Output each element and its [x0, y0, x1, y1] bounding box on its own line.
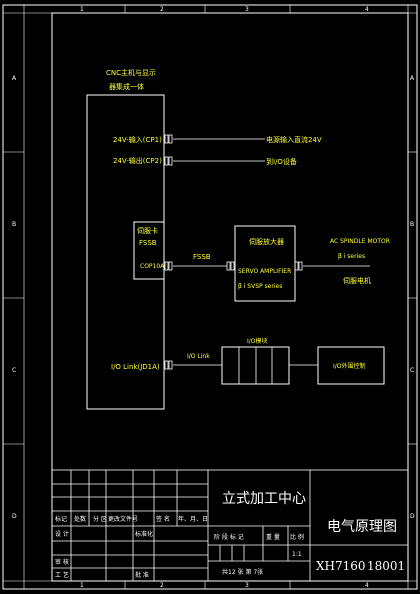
row-letter-a-right: A: [410, 75, 415, 82]
tb-review: 审 核: [55, 558, 69, 566]
io-link-label: I/O Link: [187, 353, 210, 360]
col-number-1: 1: [80, 6, 84, 13]
servo-amp-title: 伺服放大器: [249, 237, 284, 246]
tb-weight: 重 量: [266, 533, 280, 541]
tb-standardize: 标准化: [135, 530, 153, 538]
row-letter-d-right: D: [410, 513, 415, 520]
servo-card-box: [133, 221, 165, 280]
col-number-4: 4: [365, 6, 369, 13]
title-block: [51, 469, 409, 582]
to-io-label: 到I/O设备: [266, 157, 297, 166]
tb-sheets: 共12 张 第 7张: [222, 568, 263, 576]
tb-col-zone: 分 区: [93, 515, 107, 523]
row-letter-d: D: [12, 513, 17, 520]
tb-col-sign: 签 名: [156, 515, 170, 523]
cop10a-label: COP10A: [140, 263, 165, 270]
io-link-port: I/O Link(JD1A): [111, 363, 160, 371]
io-module-title: I/O模块: [247, 337, 268, 345]
outer-frame: [2, 4, 418, 590]
tb-stage-mark: 阶 段 标 记: [214, 533, 244, 541]
col-number-3-bottom: 3: [245, 582, 249, 589]
row-letter-b-right: B: [410, 221, 414, 228]
cnc-title-line2: 器集成一体: [109, 82, 144, 91]
col-number-1-bottom: 1: [80, 582, 84, 589]
tb-drawing-no: XH7160: [316, 559, 366, 573]
tb-scale-label: 比 例: [290, 533, 304, 541]
row-letter-b: B: [12, 221, 16, 228]
fssb-label: FSSB: [193, 253, 211, 261]
spindle-motor-line1: AC SPINDLE MOTOR: [330, 238, 390, 245]
servo-card-label1: 伺服卡: [137, 226, 158, 235]
port-24v-out: 24V-输出(CP2): [113, 156, 162, 165]
spindle-motor-line2: β i series: [338, 253, 365, 260]
tb-drawing-code: 18001: [367, 559, 405, 573]
col-number-2-bottom: 2: [160, 582, 164, 589]
tb-col-mark: 标记: [55, 515, 67, 523]
tb-col-date: 年、月、日: [178, 515, 208, 523]
tb-approve: 批 准: [135, 571, 149, 579]
row-letter-a: A: [12, 75, 17, 82]
col-number-3: 3: [245, 6, 249, 13]
tb-project-name: 立式加工中心: [222, 491, 306, 507]
io-device-label: I/O外围控制: [333, 362, 366, 370]
col-number-2: 2: [160, 6, 164, 13]
servo-card-label2: FSSB: [139, 239, 157, 247]
port-24v-in: 24V-输入(CP1): [113, 135, 162, 144]
tb-scale-value: 1:1: [292, 551, 302, 558]
servo-amp-model1: SERVO AMPLIFIER: [238, 268, 291, 275]
row-letter-c-right: C: [410, 367, 414, 374]
io-module-box: [221, 346, 290, 385]
tb-col-change-doc: 更改文件号: [108, 515, 138, 523]
col-number-4-bottom: 4: [365, 582, 369, 589]
io-device-box: [317, 346, 385, 385]
power-input-label: 电源输入直流24V: [266, 135, 322, 144]
spindle-motor-line3: 伺服电机: [343, 276, 371, 285]
servo-amp-model2: β i SVSP series: [238, 283, 282, 290]
tb-design: 设 计: [55, 530, 69, 538]
cnc-title-line1: CNC主机与显示: [106, 68, 156, 77]
row-letter-c: C: [12, 367, 16, 374]
servo-amplifier-box: [234, 225, 296, 302]
tb-col-count: 处数: [74, 515, 86, 523]
tb-process: 工 艺: [55, 571, 69, 579]
tb-drawing-title: 电气原理图: [327, 519, 397, 535]
